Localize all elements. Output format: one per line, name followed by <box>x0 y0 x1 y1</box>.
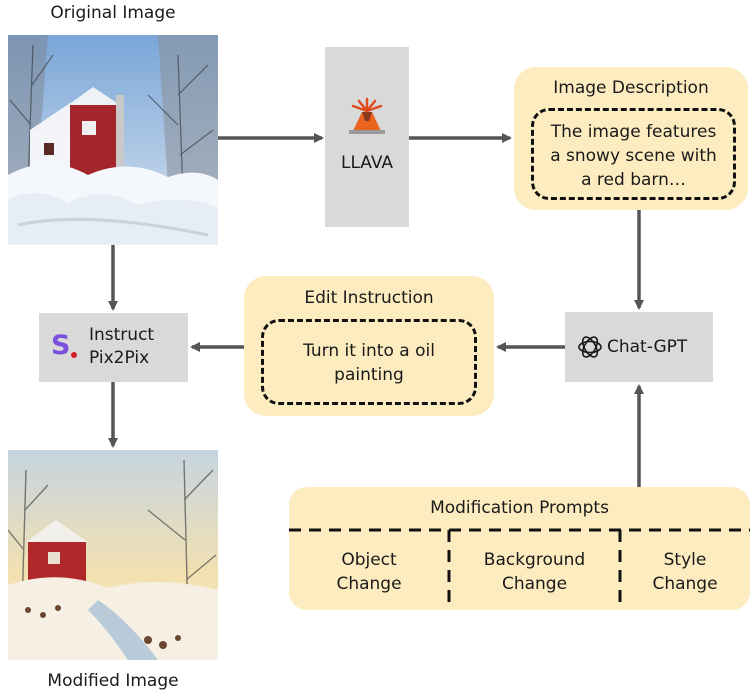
instruct-pix2pix-line: Pix2Pix <box>89 348 150 368</box>
prompt-item-line: Change <box>501 574 568 594</box>
chatgpt-box: Chat-GPT <box>565 312 713 382</box>
modification-prompts-title: Modification Prompts <box>430 498 609 518</box>
openai-logo-icon <box>575 332 605 362</box>
prompt-item-line: Object <box>341 550 397 570</box>
modification-prompts-box: Modification Prompts Object Change Backg… <box>289 487 750 610</box>
instruct-pix2pix-box: S Instruct Pix2Pix <box>39 313 188 382</box>
modified-image <box>8 450 218 660</box>
image-description-text-box: The image features a snowy scene with a … <box>531 108 736 200</box>
llava-label: LLAVA <box>340 153 394 173</box>
prompt-item-line: Change <box>652 574 718 594</box>
edit-instruction-line: painting <box>334 365 404 385</box>
prompt-item-line: Style <box>663 550 707 570</box>
edit-instruction-box: Edit Instruction Turn it into a oil pain… <box>244 276 494 416</box>
pix2pix-logo-letter: S <box>51 330 71 361</box>
image-description-title: Image Description <box>553 78 709 98</box>
prompt-item-style-change: Style Change <box>620 548 750 596</box>
original-image <box>8 35 218 245</box>
prompt-item-background-change: Background Change <box>449 548 620 596</box>
image-description-box: Image Description The image features a s… <box>514 67 748 210</box>
image-description-line: a red barn… <box>581 170 686 190</box>
chatgpt-label: Chat-GPT <box>607 337 688 357</box>
edit-instruction-text-box: Turn it into a oil painting <box>261 319 477 405</box>
prompt-item-line: Background <box>483 550 586 570</box>
prompt-item-line: Change <box>336 574 402 594</box>
prompt-item-object-change: Object Change <box>289 548 449 596</box>
image-description-line: a snowy scene with <box>550 146 717 166</box>
edit-instruction-title: Edit Instruction <box>304 288 434 308</box>
pix2pix-logo-icon: S <box>51 331 77 363</box>
edit-instruction-line: Turn it into a oil <box>303 341 435 361</box>
llava-box: LLAVA <box>325 47 409 227</box>
image-description-line: The image features <box>550 122 717 142</box>
original-image-caption: Original Image <box>50 3 176 23</box>
modification-prompts-dividers <box>289 528 750 610</box>
volcano-icon <box>347 97 387 135</box>
instruct-pix2pix-line: Instruct <box>89 325 155 345</box>
modified-image-caption: Modified Image <box>47 671 179 691</box>
instruct-pix2pix-label: Instruct Pix2Pix <box>89 324 154 370</box>
